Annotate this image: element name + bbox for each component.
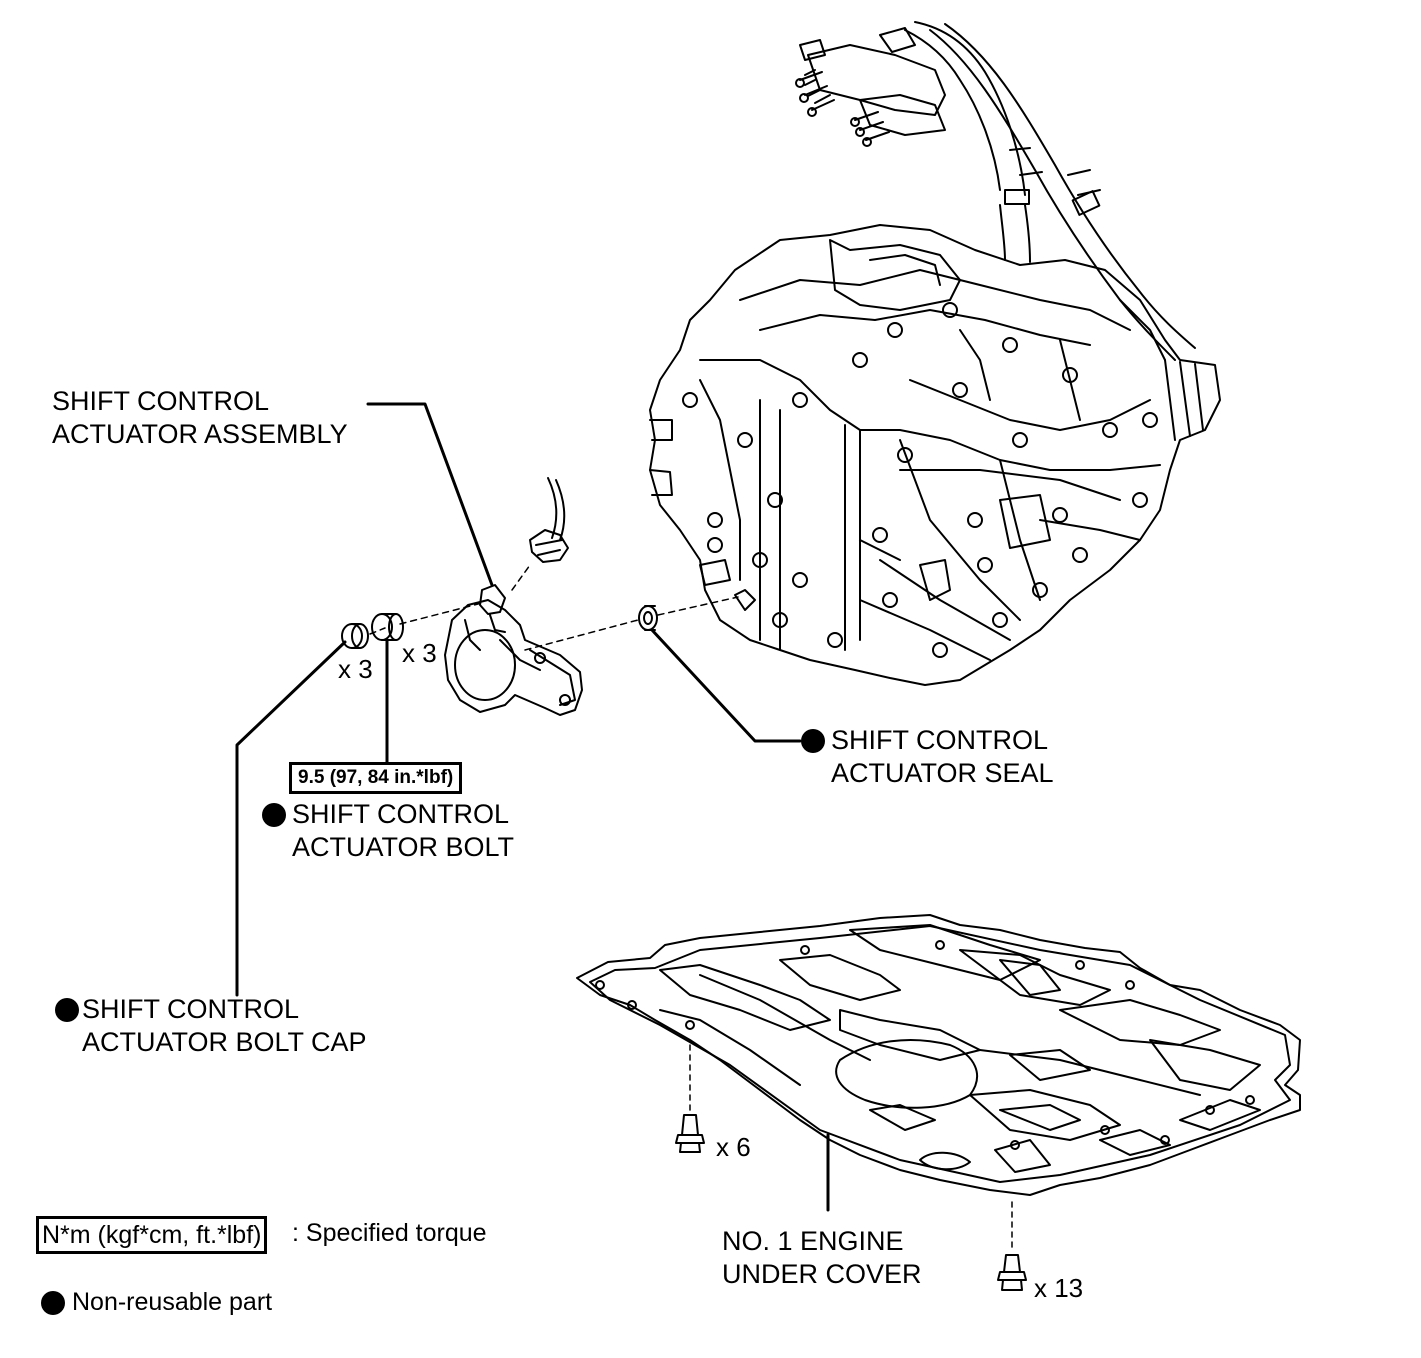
bolt-quantity: x 3 (402, 638, 437, 668)
cover-fasteners (675, 1044, 1027, 1291)
actuator-assembly-label-line1: SHIFT CONTROL (52, 386, 270, 416)
cover-screw-quantity: x 13 (1034, 1273, 1084, 1303)
case-bolt-heads (682, 302, 1158, 658)
shift-control-actuator (444, 477, 583, 716)
torque-spec-box: 9.5 (97, 84 in.*lbf) (289, 762, 463, 794)
cover-bolt-quantity: x 6 (716, 1132, 751, 1162)
legend-non-reusable-text: Non-reusable part (72, 1288, 273, 1316)
actuator-bolt-label-line2: ACTUATOR BOLT (292, 832, 515, 862)
actuator-bolt-cap-label-line1: SHIFT CONTROL (82, 994, 300, 1024)
bolt-cap-quantity: x 3 (338, 654, 373, 684)
shift-control-actuator-bolt-cap-label: SHIFT CONTROL ACTUATOR BOLT CAP (82, 993, 367, 1059)
non-reusable-marker-bolt-cap (55, 998, 79, 1022)
alignment-lines (369, 564, 739, 651)
non-reusable-marker-bolt (262, 803, 286, 827)
under-cover-outline (576, 914, 1301, 1196)
leader-lines (235, 402, 830, 1212)
actuator-seal-label-line2: ACTUATOR SEAL (831, 758, 1054, 788)
shift-control-actuator-seal-label: SHIFT CONTROL ACTUATOR SEAL (831, 724, 1054, 790)
shift-control-actuator-bolt-label: SHIFT CONTROL ACTUATOR BOLT (292, 798, 514, 864)
legend-non-reusable-marker (41, 1291, 65, 1315)
shift-control-actuator-assembly-label: SHIFT CONTROL ACTUATOR ASSEMBLY (52, 385, 348, 451)
actuator-seal (638, 605, 658, 631)
legend-torque-text: : Specified torque (292, 1219, 487, 1247)
actuator-bolt-cap-label-line2: ACTUATOR BOLT CAP (82, 1027, 367, 1057)
actuator-bolt-cap (341, 623, 369, 649)
legend-torque-unit-box: N*m (kgf*cm, ft.*lbf) (36, 1216, 268, 1254)
under-cover-label-line2: UNDER COVER (722, 1259, 922, 1289)
actuator-bolt (371, 613, 404, 641)
actuator-seal-label-line1: SHIFT CONTROL (831, 725, 1049, 755)
engine-under-cover (576, 914, 1301, 1196)
non-reusable-marker-seal (801, 729, 825, 753)
transaxle-assembly (649, 21, 1221, 686)
actuator-bolt-label-line1: SHIFT CONTROL (292, 799, 510, 829)
under-cover-label-line1: NO. 1 ENGINE (722, 1226, 904, 1256)
wire-harness (795, 21, 1196, 361)
actuator-assembly-label-line2: ACTUATOR ASSEMBLY (52, 419, 348, 449)
engine-under-cover-label: NO. 1 ENGINE UNDER COVER (722, 1225, 922, 1291)
transaxle-case-outline (649, 224, 1221, 686)
